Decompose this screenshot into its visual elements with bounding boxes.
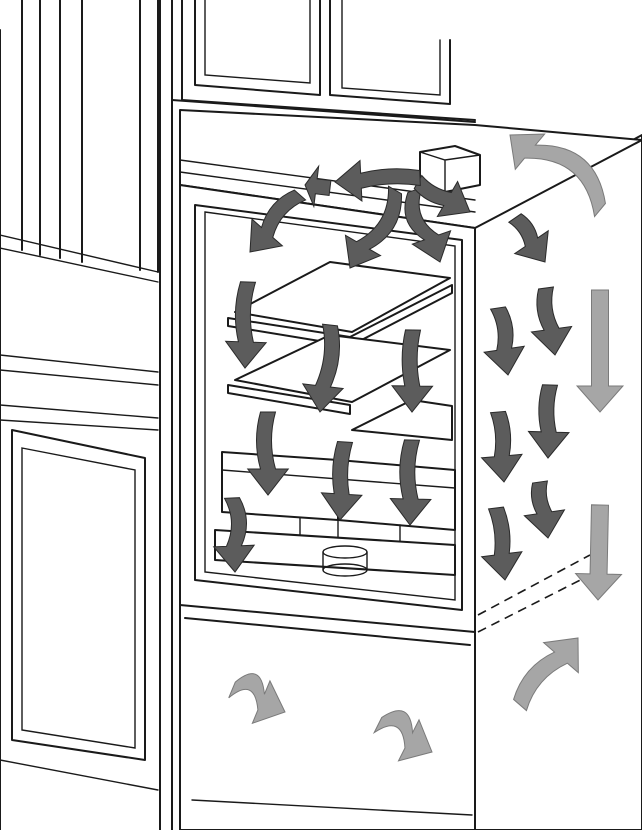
left-cabinets xyxy=(0,0,158,830)
fridge-side-panel xyxy=(475,135,642,830)
